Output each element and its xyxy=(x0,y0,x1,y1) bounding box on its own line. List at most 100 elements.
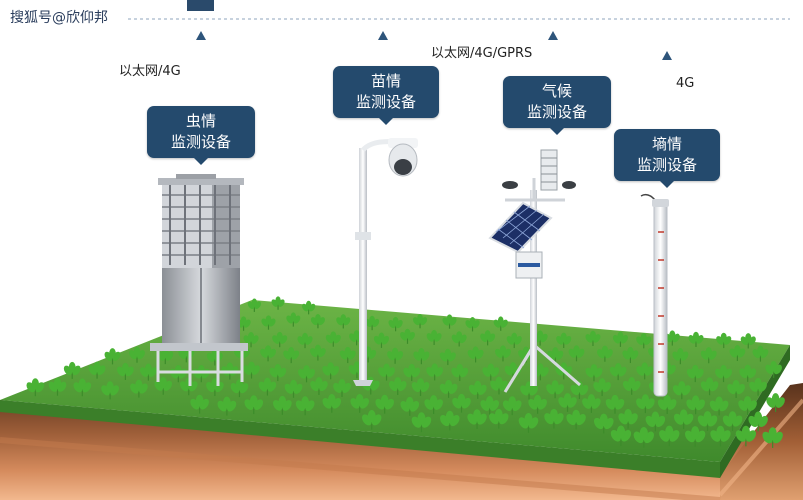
plant-icon xyxy=(116,362,134,380)
plant-icon xyxy=(480,330,496,346)
plant-icon xyxy=(684,426,706,447)
device-label-line1: 气候 xyxy=(541,82,572,100)
plant-icon xyxy=(130,379,148,398)
plant-icon xyxy=(700,347,717,364)
plant-icon xyxy=(506,332,522,349)
plant-icon xyxy=(566,409,586,430)
plant-icon xyxy=(686,395,705,415)
plant-icon xyxy=(467,409,487,429)
arrow-up-icon xyxy=(196,31,206,98)
grass-field-side xyxy=(720,345,790,478)
device-label-line1: 虫情 xyxy=(185,112,216,130)
plant-icon xyxy=(729,344,746,362)
watermark: 搜狐号@欣仰邦 xyxy=(10,10,108,26)
plant-icon xyxy=(673,409,694,430)
grass-field-front xyxy=(0,400,720,478)
plant-icon xyxy=(766,393,785,412)
plant-icon xyxy=(48,377,67,396)
plant-icon xyxy=(310,377,328,395)
plant-icon xyxy=(247,298,261,312)
plant-icon xyxy=(700,377,719,396)
plant-icon xyxy=(333,378,351,397)
plant-icon xyxy=(465,316,480,332)
plant-icon xyxy=(426,363,444,381)
device-label-line1: 苗情 xyxy=(370,72,401,90)
header-block xyxy=(187,0,214,11)
plant-icon xyxy=(585,330,601,346)
device-label-line2: 监测设备 xyxy=(526,103,587,121)
plant-icon xyxy=(749,377,767,396)
plant-icon xyxy=(322,393,342,413)
device-label-line2: 监测设备 xyxy=(636,156,697,174)
plant-icon xyxy=(738,396,757,416)
plant-icon xyxy=(570,380,589,400)
device-label-line2: 监测设备 xyxy=(170,133,231,151)
arrow-up-icon xyxy=(378,31,388,58)
plant-icon xyxy=(568,345,585,362)
plant-icon xyxy=(636,332,652,349)
plant-icon xyxy=(295,396,315,416)
plant-icon xyxy=(688,331,704,348)
plant-icon xyxy=(645,411,666,432)
plant-icon xyxy=(301,300,316,315)
plant-icon xyxy=(468,380,487,399)
plant-icon xyxy=(636,362,654,380)
plant-icon xyxy=(596,345,613,362)
plant-icon xyxy=(710,425,731,447)
plant-icon xyxy=(765,360,783,378)
plant-icon xyxy=(271,296,285,310)
plant-icon xyxy=(286,312,301,327)
connection-label-ethernet-4g: 以太网/4G xyxy=(119,64,181,79)
plant-icon xyxy=(309,344,326,361)
plant-icon xyxy=(261,315,276,330)
plant-icon xyxy=(413,347,430,365)
plant-icon xyxy=(709,396,729,416)
soil-sensor-icon xyxy=(640,193,669,397)
plant-icon xyxy=(544,408,564,429)
plant-icon xyxy=(495,345,511,362)
plant-icon xyxy=(283,346,300,364)
plant-icon xyxy=(388,316,403,332)
plant-icon xyxy=(452,393,471,413)
plant-icon xyxy=(672,347,689,365)
plant-icon xyxy=(739,364,757,382)
plant-icon xyxy=(400,396,420,416)
plant-icon xyxy=(322,362,340,380)
plant-icon xyxy=(489,408,509,429)
plant-icon xyxy=(612,331,628,347)
plant-icon xyxy=(88,361,106,379)
plant-icon xyxy=(672,381,691,400)
plant-icon xyxy=(284,379,303,398)
plant-icon xyxy=(243,331,259,348)
plant-icon xyxy=(298,365,316,383)
plant-icon xyxy=(129,346,145,363)
plant-icon xyxy=(440,410,460,431)
device-label-seedling: 苗情 监测设备 xyxy=(333,66,439,125)
plant-icon xyxy=(336,314,351,329)
plant-icon xyxy=(258,377,277,396)
connection-label-4g: 4G xyxy=(676,76,695,91)
plant-icon xyxy=(63,361,81,379)
plant-icon xyxy=(243,361,260,379)
plant-icon xyxy=(190,394,209,414)
device-label-climate: 气候 监测设备 xyxy=(503,76,611,135)
plant-icon xyxy=(622,346,639,364)
plant-icon xyxy=(244,395,264,415)
camera-pole-icon xyxy=(353,138,418,386)
plant-icon xyxy=(605,394,625,414)
plant-icon xyxy=(490,376,508,395)
plant-icon xyxy=(442,314,457,329)
plant-icon xyxy=(748,411,768,432)
plant-icon xyxy=(480,396,500,415)
plant-icon xyxy=(518,412,539,433)
plant-icon xyxy=(411,412,432,433)
plant-icon xyxy=(403,363,421,382)
plant-icon xyxy=(400,328,415,344)
plant-icon xyxy=(585,364,603,382)
plant-icon xyxy=(657,395,677,414)
plant-icon xyxy=(618,408,638,429)
plant-icon xyxy=(73,378,92,397)
plant-icon xyxy=(411,378,430,397)
plant-icon xyxy=(26,378,45,397)
